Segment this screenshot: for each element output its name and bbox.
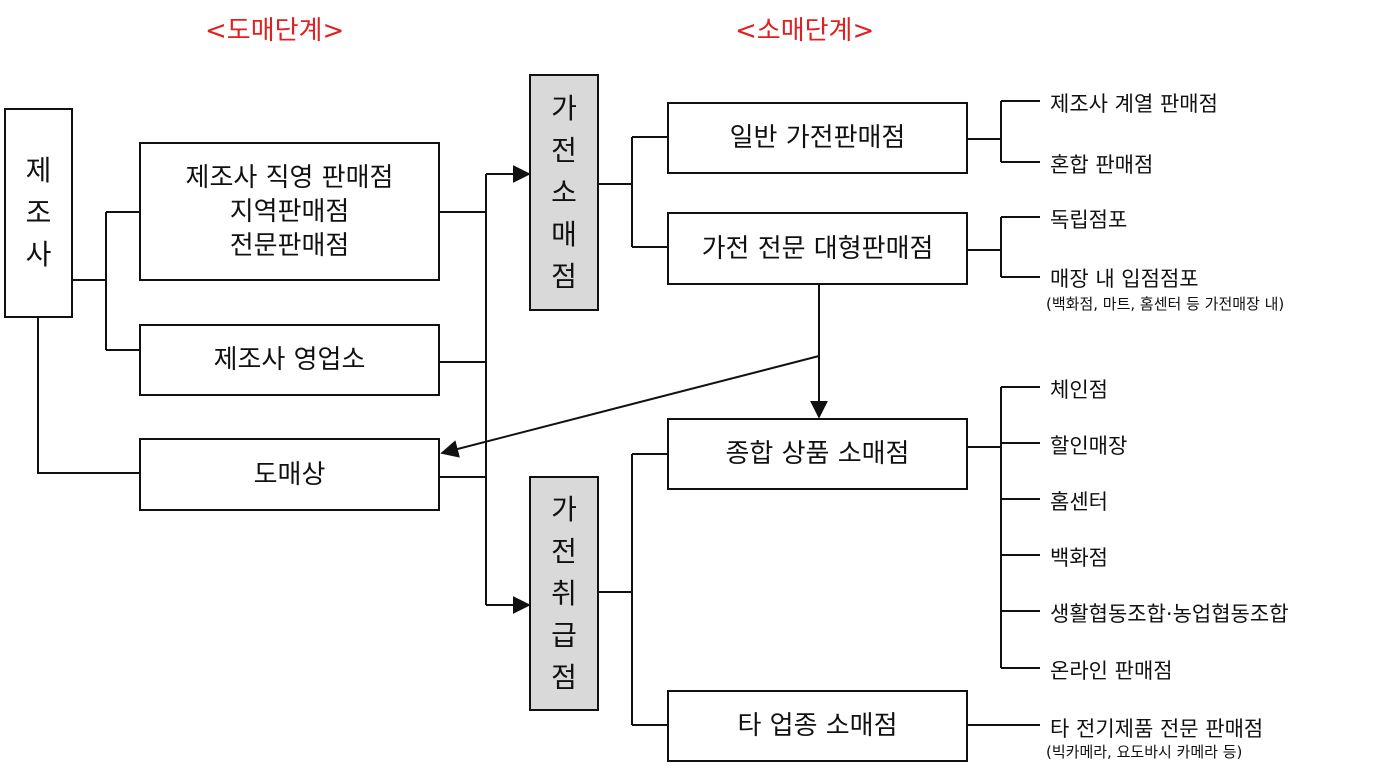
arrow-to-wholesaler xyxy=(440,355,820,458)
other-industry-label: 타 업종 소매점 xyxy=(737,711,898,741)
retail-stage-title: <소매단계> xyxy=(735,16,875,46)
manufacturer-box: 제조사 xyxy=(4,108,73,318)
general-store-box: 일반 가전판매점 xyxy=(667,102,968,174)
leaf-other-electric-specialty: 타 전기제품 전문 판매점 xyxy=(1050,717,1264,741)
leaf-online-store: 온라인 판매점 xyxy=(1050,659,1173,683)
wholesale-stage-title: <도매단계> xyxy=(205,16,345,46)
link-appliance-retail-branch xyxy=(599,136,668,248)
appliance-retail-label: 가전소매점 xyxy=(551,91,577,293)
link-appliance-handling-branch xyxy=(599,453,668,726)
direct-stores-box: 제조사 직영 판매점 지역판매점 전문판매점 xyxy=(139,142,440,281)
leaf-home-center: 홈센터 xyxy=(1050,490,1108,514)
general-store-label: 일반 가전판매점 xyxy=(729,123,906,153)
leaves-large-specialty xyxy=(968,216,1040,278)
sales-office-label: 제조사 영업소 xyxy=(213,345,366,375)
leaf-mixed-store: 혼합 판매점 xyxy=(1050,153,1154,177)
leaf-independent-store: 독립점포 xyxy=(1050,208,1128,232)
appliance-handling-box: 가전취급점 xyxy=(529,476,599,711)
direct-stores-label: 제조사 직영 판매점 지역판매점 전문판매점 xyxy=(185,162,394,261)
link-manufacturer-branch xyxy=(73,211,140,351)
wholesaler-box: 도매상 xyxy=(139,438,440,511)
leaves-general-store xyxy=(968,100,1040,163)
link-wholesale-bus xyxy=(440,174,487,605)
leaf-department-store: 백화점 xyxy=(1050,546,1108,570)
leaf-discount-store: 할인매장 xyxy=(1050,434,1128,458)
general-merch-box: 종합 상품 소매점 xyxy=(667,418,968,490)
sales-office-box: 제조사 영업소 xyxy=(139,324,440,396)
general-merch-label: 종합 상품 소매점 xyxy=(725,439,910,469)
leaf-in-store-shop: 매장 내 입점점포 xyxy=(1050,267,1199,291)
link-manufacturer-wholesaler xyxy=(37,318,140,474)
leaf-chain-store: 체인점 xyxy=(1050,378,1108,402)
large-specialty-box: 가전 전문 대형판매점 xyxy=(667,212,968,285)
wholesaler-label: 도매상 xyxy=(253,459,326,490)
appliance-retail-box: 가전소매점 xyxy=(529,74,599,311)
note-other-electric-specialty: (빅카메라, 요도바시 카메라 등) xyxy=(1046,743,1243,761)
large-specialty-label: 가전 전문 대형판매점 xyxy=(701,233,934,264)
other-industry-box: 타 업종 소매점 xyxy=(667,690,968,762)
appliance-handling-label: 가전취급점 xyxy=(551,492,577,694)
note-in-store-shop: (백화점, 마트, 홈센터 등 가전매장 내) xyxy=(1046,295,1285,313)
manufacturer-label: 제조사 xyxy=(25,154,52,271)
leaf-cooperative: 생활협동조합·농업협동조합 xyxy=(1050,602,1289,626)
leaves-general-merch xyxy=(968,386,1040,669)
leaf-manufacturer-affiliate: 제조사 계열 판매점 xyxy=(1050,92,1218,116)
